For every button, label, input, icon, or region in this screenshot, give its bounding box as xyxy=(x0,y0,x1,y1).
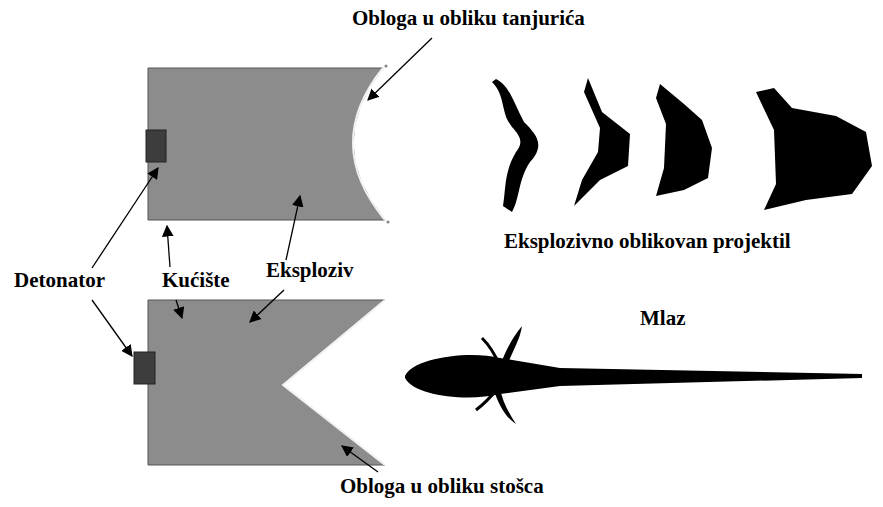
efp-stage xyxy=(574,78,630,206)
detonator xyxy=(134,352,155,384)
housing-efp xyxy=(148,68,385,220)
jet-fin xyxy=(482,338,500,366)
jet-fin xyxy=(476,388,498,410)
projectile-label: Eksplozivno oblikovan projektil xyxy=(504,229,791,253)
leader-arrow xyxy=(176,300,182,318)
jet-label: Mlaz xyxy=(640,306,685,330)
cone-liner xyxy=(283,300,385,465)
jet-fin xyxy=(500,326,522,368)
part-label: Kućište xyxy=(162,268,230,292)
dish-liner xyxy=(353,68,385,220)
liner-label: Obloga u obliku tanjurića xyxy=(352,6,585,30)
leader-arrow xyxy=(286,196,300,260)
leader-arrow xyxy=(342,446,378,472)
efp-stage xyxy=(656,84,712,196)
liner-label: Obloga u obliku stošca xyxy=(340,474,544,498)
leader-arrow xyxy=(92,300,132,356)
jet xyxy=(405,355,862,398)
liner-edge xyxy=(384,64,387,67)
liner-edge xyxy=(386,220,389,223)
part-label: Detonator xyxy=(14,268,105,292)
leader-arrow xyxy=(368,38,432,100)
leader-arrow xyxy=(167,226,170,267)
detonator xyxy=(146,130,166,162)
part-label: Eksploziv xyxy=(266,258,354,282)
efp-stage xyxy=(756,88,872,210)
efp-stage xyxy=(492,79,538,212)
housing-cone xyxy=(148,300,385,465)
leader-arrow xyxy=(92,168,158,268)
jet-fin xyxy=(494,388,516,424)
leader-arrow xyxy=(250,290,284,322)
